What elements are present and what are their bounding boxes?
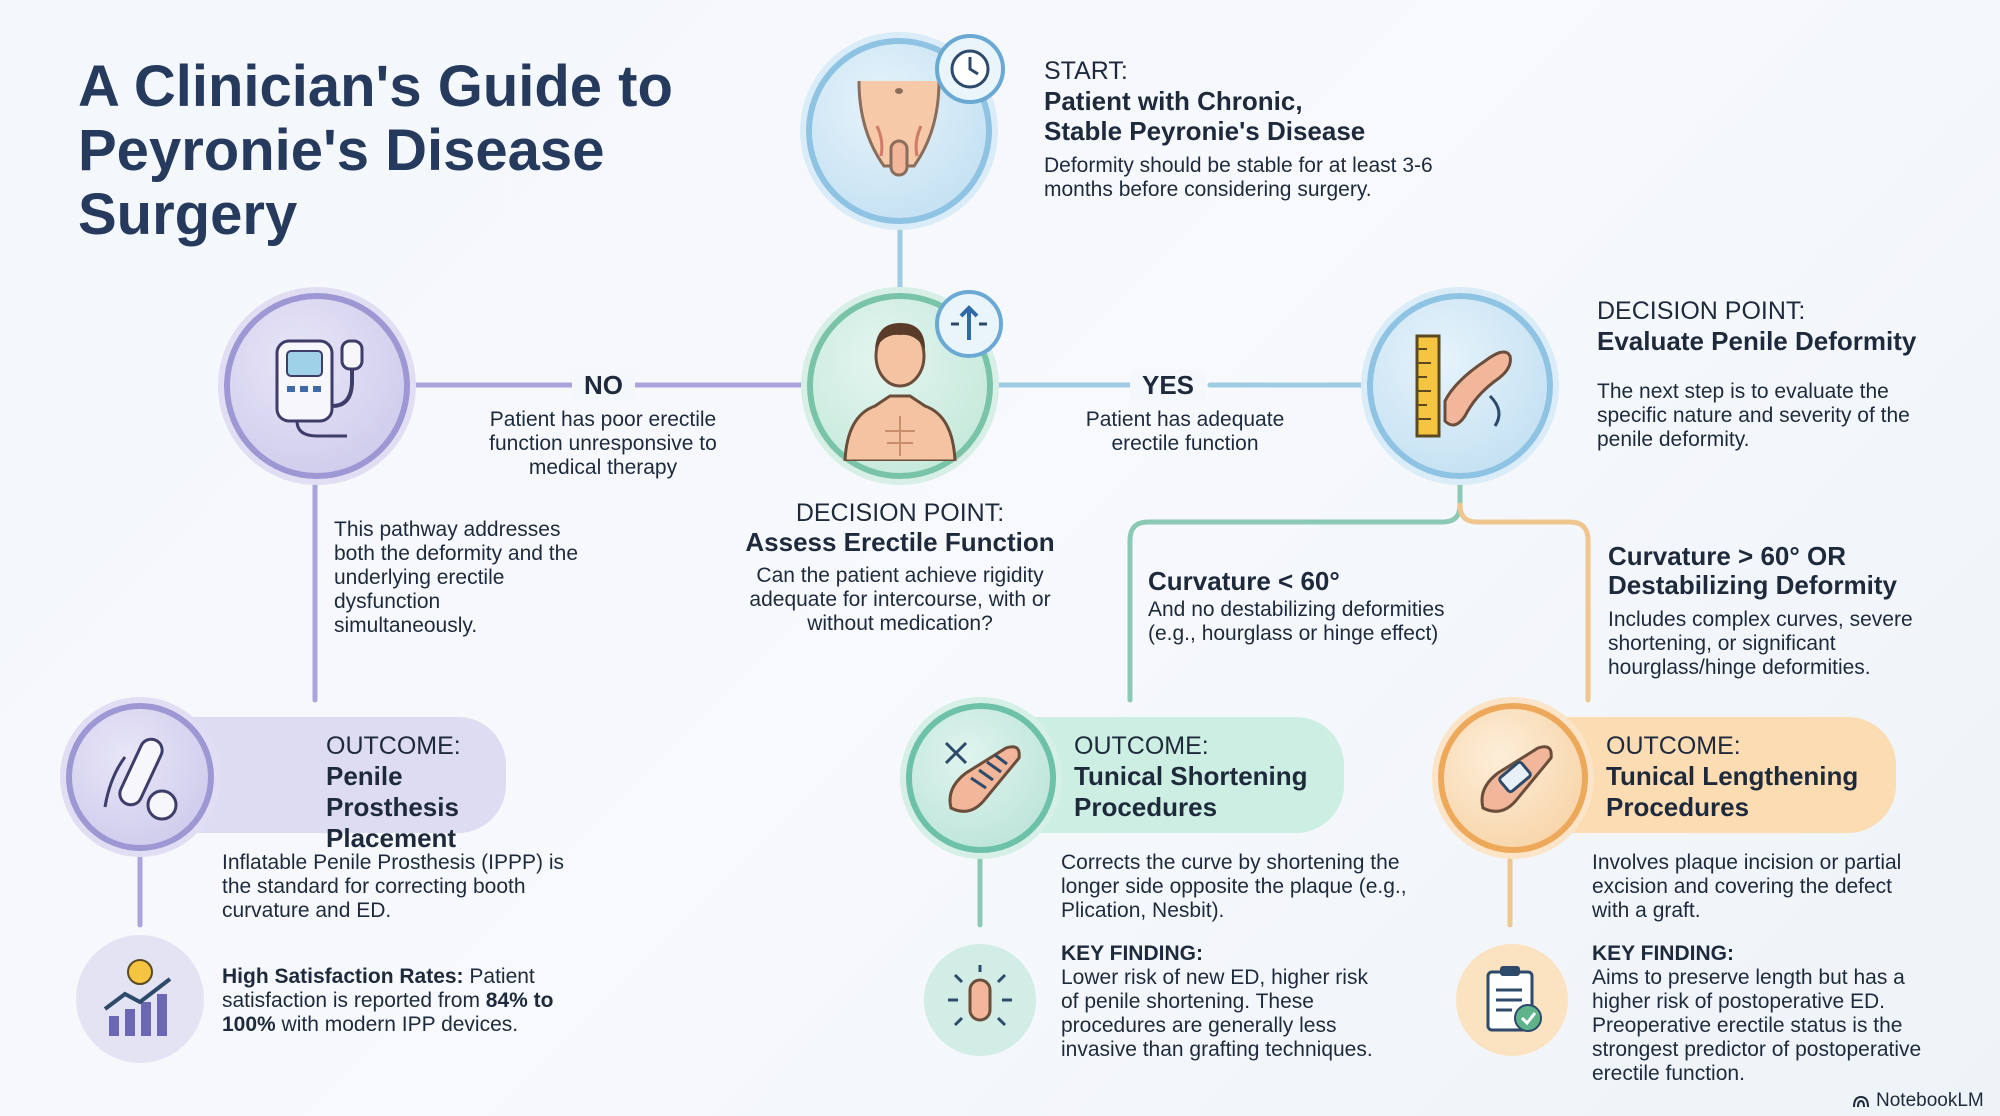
finding-text: Patient satisfaction is reported from (222, 965, 535, 1012)
evaluate-title: Evaluate Penile Deformity (1597, 326, 1917, 356)
lengthening-finding-label: KEY FINDING: (1592, 942, 1734, 965)
evaluate-node-circle (1367, 293, 1553, 479)
curvature-high-desc: Includes complex curves, severe shorteni… (1608, 608, 1913, 679)
curvature-high-title-1: Curvature > 60° OR (1608, 541, 1846, 571)
pathway-note: This pathway addresses both the deformit… (334, 518, 578, 637)
notebooklm-watermark: NotebookLM (1852, 1090, 1984, 1112)
outcome-lengthening-title-1: Tunical Lengthening (1606, 761, 1859, 791)
shortening-finding-label: KEY FINDING: (1061, 942, 1203, 965)
page-title: A Clinician's Guide to Peyronie's Diseas… (78, 54, 673, 247)
curvature-high-title-2: Destabilizing Deformity (1608, 570, 1897, 600)
yes-label: YES (1130, 370, 1207, 401)
outcome-lengthening-label: OUTCOME: (1606, 732, 1741, 760)
assess-label: DECISION POINT: (795, 499, 1005, 527)
shortening-icon-circle (906, 703, 1056, 853)
outcome-prosthesis-label: OUTCOME: (326, 732, 461, 760)
start-label: START: (1044, 57, 1128, 85)
outcome-shortening-title-2: Procedures (1074, 792, 1218, 822)
start-title-2: Stable Peyronie's Disease (1044, 116, 1366, 146)
outcome-lengthening-title-2: Procedures (1606, 792, 1750, 822)
lengthening-finding-text: Aims to preserve length but has a higher… (1592, 966, 1922, 1085)
lightbulb-finding-icon (924, 944, 1036, 1056)
outcome-shortening-title-1: Tunical Shortening (1074, 761, 1308, 791)
prosthesis-icon-circle (66, 703, 214, 851)
no-label: NO (572, 370, 635, 401)
evaluate-label: DECISION POINT: (1597, 297, 1806, 325)
watermark-text: NotebookLM (1876, 1090, 1984, 1111)
male-torso-icon (843, 323, 957, 461)
start-title-1: Patient with Chronic, (1044, 86, 1303, 116)
pump-device-icon (275, 339, 364, 438)
prosthesis-cylinder-icon (103, 737, 178, 821)
no-desc: Patient has poor erectile function unres… (489, 408, 717, 479)
start-desc: Deformity should be stable for at least … (1044, 154, 1433, 201)
finding-text-end: with modern IPP devices. (275, 1013, 519, 1036)
satisfaction-chart-icon (76, 935, 204, 1063)
graft-icon (1480, 745, 1553, 813)
clipboard-check-icon (1456, 944, 1568, 1056)
finding-bold-range: 84% to 100% (222, 989, 554, 1036)
outcome-prosthesis-finding: High Satisfaction Rates: Patient satisfa… (222, 965, 572, 1037)
arrows-compress-icon (935, 290, 1003, 358)
yes-desc: Patient has adequate erectile function (1085, 408, 1285, 455)
prosthesis-pump-circle (224, 293, 410, 479)
assess-desc: Can the patient achieve rigidity adequat… (749, 564, 1051, 635)
ruler-measure-icon (1415, 334, 1512, 438)
outcome-lengthening-desc: Involves plaque incision or partial exci… (1592, 851, 1902, 922)
outcome-shortening-desc: Corrects the curve by shortening the lon… (1061, 851, 1407, 922)
pelvis-anatomy-icon (857, 80, 941, 177)
curvature-low-desc: And no destabilizing deformities (e.g., … (1148, 598, 1445, 645)
evaluate-desc: The next step is to evaluate the specifi… (1597, 380, 1910, 451)
outcome-prosthesis-desc: Inflatable Penile Prosthesis (IPPP) is t… (222, 851, 564, 922)
assess-node-circle (807, 293, 993, 479)
outcome-prosthesis-title-1: Penile Prosthesis (326, 761, 459, 822)
finding-bold: High Satisfaction Rates: (222, 965, 464, 988)
suture-icon (944, 741, 1021, 813)
lengthening-icon-circle (1438, 703, 1588, 853)
curvature-low-title: Curvature < 60° (1148, 566, 1340, 596)
outcome-prosthesis-title-2: Placement (326, 823, 457, 853)
assess-title: Assess Erectile Function (745, 527, 1055, 557)
clock-icon (935, 34, 1005, 104)
outcome-shortening-label: OUTCOME: (1074, 732, 1209, 760)
shortening-finding-text: Lower risk of new ED, higher risk of pen… (1061, 966, 1373, 1061)
notebooklm-logo-icon (1853, 1095, 1869, 1108)
